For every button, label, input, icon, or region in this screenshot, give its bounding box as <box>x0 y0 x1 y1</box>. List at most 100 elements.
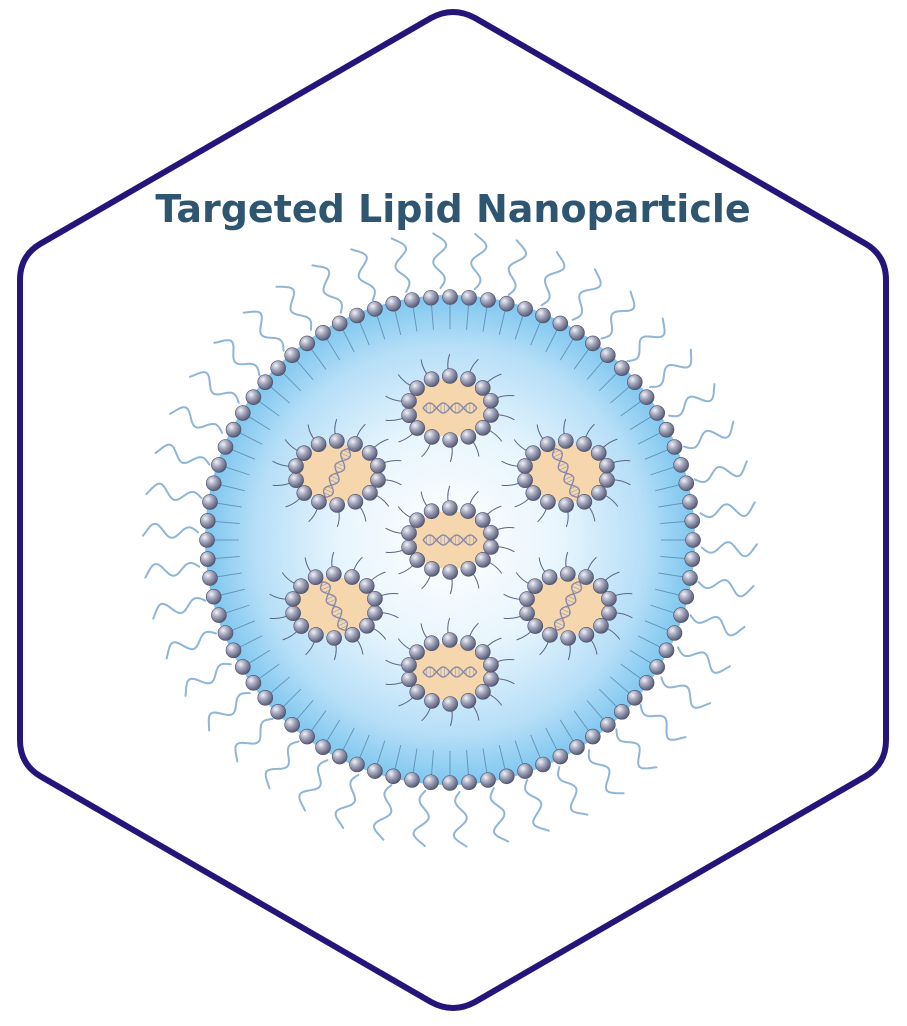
lipid-tail <box>629 649 652 664</box>
lipid-head-bead <box>284 347 300 364</box>
micelle-head-bead <box>424 693 440 709</box>
micelle-head-bead <box>288 458 304 474</box>
lipid-head-bead <box>649 405 665 421</box>
lipid-tail <box>359 321 370 346</box>
lipid-head-bead <box>535 307 551 324</box>
lipid-head-bead <box>225 421 242 438</box>
peg-chain <box>350 248 376 302</box>
peg-chain <box>668 383 716 418</box>
lipid-tail <box>644 620 669 631</box>
peg-chain <box>213 339 261 377</box>
lipid-tail <box>559 338 574 361</box>
peg-chain <box>311 264 343 314</box>
micelle-head-bead <box>593 618 609 634</box>
peg-chain <box>142 522 200 539</box>
micelle-head-bead <box>599 457 615 474</box>
lipid-tail <box>498 745 506 770</box>
lipid-tail <box>270 386 290 404</box>
micelle-head-bead <box>307 569 324 586</box>
micelle-head-bead <box>358 578 375 594</box>
dna-strand <box>322 448 352 498</box>
micelle-head-bead <box>442 500 458 516</box>
peg-chain <box>660 676 712 709</box>
lipid-head-bead <box>614 704 630 720</box>
micelle-head-bead <box>293 578 309 594</box>
dna-base-pair <box>320 582 328 587</box>
lipid-tail <box>620 400 642 417</box>
dna-base-pair <box>329 478 338 484</box>
lipid-tail <box>586 360 604 380</box>
lipid-head-bead <box>331 315 348 332</box>
micelle-head-bead <box>474 644 491 660</box>
lipid-tail <box>586 700 604 720</box>
dna-base-pair <box>552 449 560 454</box>
dna-base-pair <box>569 488 580 494</box>
peg-chain <box>639 703 687 741</box>
dna-strand <box>554 447 578 499</box>
lipid-tail <box>216 572 242 578</box>
lipid-head-bead <box>257 374 274 390</box>
micelle-head-bead <box>367 590 383 607</box>
lipid-head-bead <box>404 292 420 308</box>
lipid-tail <box>637 635 661 648</box>
micelle-head-bead <box>576 436 592 452</box>
micelle-head-bead <box>370 457 386 474</box>
micelle-head-bead <box>347 436 363 452</box>
lipid-tail <box>231 449 256 460</box>
micelle-head-bead <box>424 429 440 445</box>
lipid-head-bead <box>569 739 585 755</box>
lipid-head-bead <box>658 421 675 438</box>
peg-chain <box>242 310 285 352</box>
lipid-tail <box>248 649 271 664</box>
lipid-head-bead <box>685 532 701 548</box>
micelle-head-bead <box>367 605 383 621</box>
peg-chain <box>432 232 448 290</box>
lipid-tail <box>545 329 558 353</box>
lipid-head-bead <box>202 494 218 510</box>
lipid-tail <box>342 329 355 353</box>
lipid-head-bead <box>217 625 234 641</box>
lipid-tail <box>214 520 240 524</box>
dna-strand <box>422 534 478 546</box>
lipid-head-bead <box>585 335 601 352</box>
micelle-head-bead <box>293 618 310 634</box>
peg-chain <box>683 420 735 450</box>
dna-base-pair <box>320 585 331 591</box>
peg-chain <box>234 717 274 763</box>
lipid-head-bead <box>211 607 227 623</box>
lipid-head-bead <box>649 659 665 675</box>
dna-base-pair <box>323 492 331 497</box>
lipid-head-bead <box>678 588 695 605</box>
lipid-tail <box>610 676 630 694</box>
lipid-head-bead <box>235 405 251 421</box>
micelle-head-bead <box>517 472 533 489</box>
lipid-tail <box>394 310 402 335</box>
lipid-head-bead <box>585 728 601 745</box>
lipid-tail <box>310 710 327 732</box>
lipid-tail <box>248 416 271 431</box>
dna-base-pair <box>340 452 351 458</box>
lipid-tail <box>644 449 669 460</box>
diagram-title: Targeted Lipid Nanoparticle <box>155 187 750 231</box>
dna-base-pair <box>327 598 337 604</box>
micelle-head-bead <box>540 494 556 510</box>
peg-chain <box>587 749 625 795</box>
micelle-head-bead <box>541 569 558 586</box>
lipid-tail <box>573 710 590 732</box>
dna-base-pair <box>563 475 573 481</box>
peg-chain <box>626 317 666 363</box>
lipid-head-bead <box>404 772 420 788</box>
lipid-head-bead <box>211 457 227 473</box>
lipid-tail <box>573 348 590 370</box>
micelle-head-bead <box>460 371 476 387</box>
micelle-head-bead <box>401 407 417 424</box>
dna-base-pair <box>571 585 582 591</box>
lipid-head-bead <box>284 716 300 733</box>
peg-chain <box>470 233 488 291</box>
micelle-head-bead <box>409 684 426 700</box>
micelle-head-bead <box>409 380 425 396</box>
micelle-head-bead <box>483 392 499 409</box>
micelle-head-bead <box>401 525 417 541</box>
lipid-tail <box>598 688 618 708</box>
